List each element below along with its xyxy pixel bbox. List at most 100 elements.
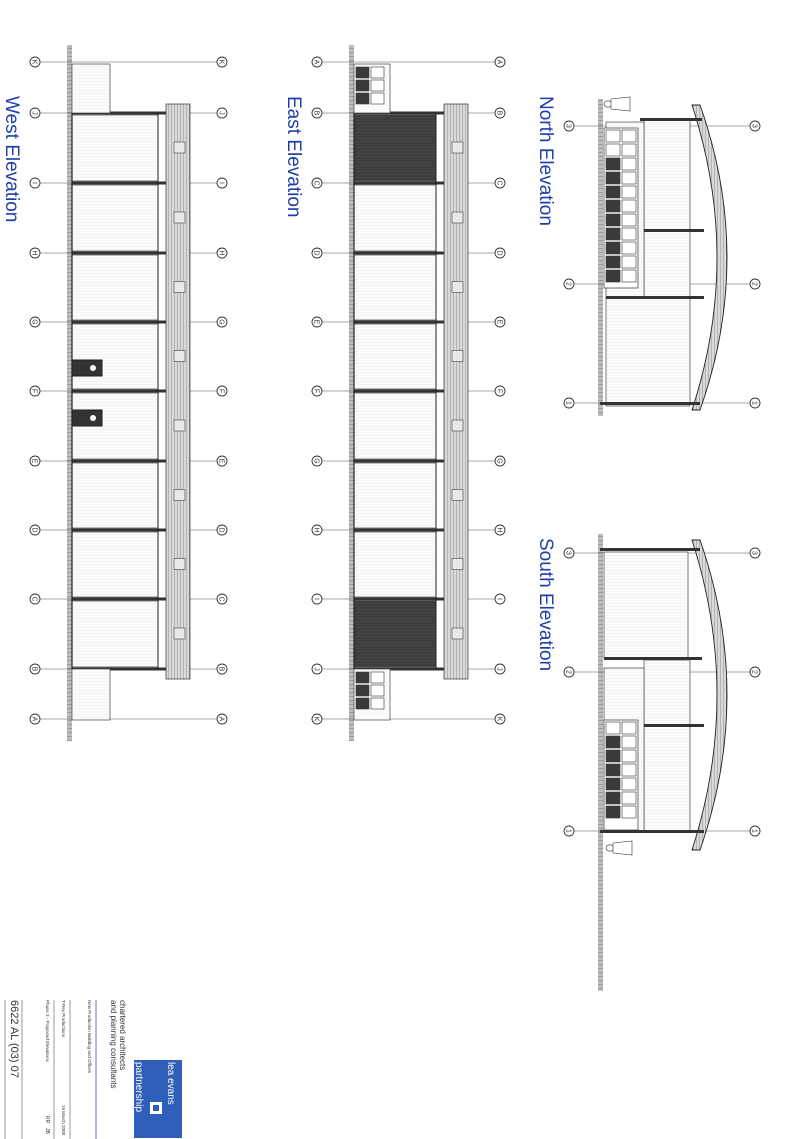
grid-right-2-label: 2 xyxy=(751,670,758,674)
curved-roof xyxy=(691,539,728,851)
grid-top-i-bubble xyxy=(311,593,323,605)
wall-panel xyxy=(353,392,437,460)
wall-panel xyxy=(643,119,691,231)
grid-right-1-bubble xyxy=(749,825,761,837)
grid-bottom-j-label: J xyxy=(218,111,225,115)
grid-bottom-k-label: K xyxy=(218,60,225,65)
structural-column xyxy=(354,181,444,185)
structural-column xyxy=(72,597,166,601)
grid-top-j-bubble xyxy=(29,107,41,119)
grid-top-g-label: G xyxy=(31,319,38,324)
door-icon xyxy=(71,409,103,427)
grid-right-3-label: 3 xyxy=(751,551,758,555)
grid-left-1-bubble xyxy=(563,397,575,409)
grid-left-2-label: 2 xyxy=(565,282,572,286)
fascia-vent xyxy=(173,627,186,640)
structural-column xyxy=(600,830,704,833)
east-elevation-title: East Elevation xyxy=(283,96,304,217)
grid-top-h-label: H xyxy=(31,250,38,255)
grid-right-3-bubble xyxy=(749,547,761,559)
wall-panel xyxy=(353,254,437,321)
glazing-pane xyxy=(605,721,621,735)
grid-top-c-bubble xyxy=(311,177,323,189)
grid-bottom-f-label: F xyxy=(496,389,503,393)
wall-panel xyxy=(353,114,437,182)
wall-panel xyxy=(643,659,691,727)
grid-bottom-b-bubble xyxy=(216,663,228,675)
grid-bottom-h-bubble xyxy=(216,247,228,259)
south-elevation-title: South Elevation xyxy=(535,538,556,671)
end-wing xyxy=(71,668,111,721)
grid-bottom-a-bubble xyxy=(216,713,228,725)
wing-window xyxy=(370,671,385,684)
grid-bottom-a-bubble xyxy=(494,56,506,68)
drawn-by: RR xyxy=(44,1116,50,1124)
fascia-vent xyxy=(173,419,186,432)
grid-top-k-bubble xyxy=(311,713,323,725)
grid-left-3-bubble xyxy=(563,547,575,559)
grid-top-a-bubble xyxy=(311,56,323,68)
fascia-vent xyxy=(451,558,464,570)
wall-panel xyxy=(71,323,159,390)
drawing-date: 19 March 2008 xyxy=(61,1105,66,1136)
grid-bottom-d-bubble xyxy=(494,247,506,259)
grid-left-2-label: 2 xyxy=(565,670,572,674)
grid-bottom-k-bubble xyxy=(494,713,506,725)
wing-window xyxy=(355,684,370,697)
grid-top-d-label: D xyxy=(313,250,320,255)
structural-column xyxy=(354,251,444,255)
structural-column xyxy=(72,320,166,324)
glazing-pane xyxy=(605,213,621,227)
wall-panel xyxy=(71,600,159,668)
glazing-pane xyxy=(621,721,637,735)
wing-window xyxy=(355,66,370,79)
grid-bottom-f-bubble xyxy=(216,385,228,397)
wall-panel xyxy=(353,184,437,252)
west-elevation-title: West Elevation xyxy=(1,96,22,222)
grid-bottom-h-label: H xyxy=(496,527,503,532)
glazing-pane xyxy=(621,199,637,213)
project-name: New Production Building and Offices xyxy=(87,1000,92,1074)
grid-top-e-label: E xyxy=(31,459,38,464)
grid-top-a-label: A xyxy=(31,717,38,722)
grid-bottom-d-bubble xyxy=(216,524,228,536)
fascia-vent xyxy=(173,141,186,154)
grid-bottom-j-bubble xyxy=(494,663,506,675)
wall-panel xyxy=(605,297,691,407)
glazing-pane xyxy=(605,143,621,157)
ground-band xyxy=(598,534,603,991)
grid-right-1-bubble xyxy=(749,397,761,409)
glazing-pane xyxy=(605,255,621,269)
door-icon-handle xyxy=(90,415,96,421)
glazing-pane xyxy=(621,255,637,269)
grid-bottom-b-bubble xyxy=(494,107,506,119)
wall-panel xyxy=(643,229,691,299)
structural-column xyxy=(354,667,444,671)
grid-left-2-bubble xyxy=(563,278,575,290)
title-block: lea evans partnership chartered architec… xyxy=(4,1000,182,1139)
glazing-pane xyxy=(621,213,637,227)
structural-column xyxy=(354,111,444,115)
wing-window xyxy=(355,671,370,684)
client-name: T-Rex Productions xyxy=(61,1000,66,1038)
structural-column xyxy=(72,251,166,255)
grid-bottom-f-bubble xyxy=(494,385,506,397)
glazing-pane xyxy=(605,227,621,241)
north-elevation-title: North Elevation xyxy=(535,96,556,226)
grid-bottom-i-label: I xyxy=(218,182,225,184)
fascia-vent xyxy=(451,489,464,501)
fascia-vent xyxy=(451,211,464,224)
grid-top-i-label: I xyxy=(313,598,320,600)
wall-panel xyxy=(353,531,437,598)
grid-right-1-label: 1 xyxy=(751,829,758,833)
ground-band xyxy=(598,99,603,416)
grid-bottom-d-label: D xyxy=(218,527,225,532)
door-icon-handle xyxy=(90,365,96,371)
grid-bottom-c-bubble xyxy=(494,177,506,189)
grid-left-2-bubble xyxy=(563,666,575,678)
wall-panel xyxy=(353,323,437,390)
grid-bottom-k-bubble xyxy=(216,56,228,68)
